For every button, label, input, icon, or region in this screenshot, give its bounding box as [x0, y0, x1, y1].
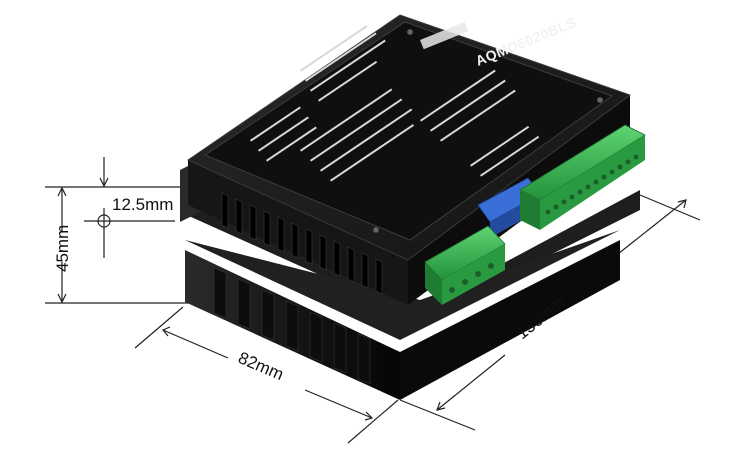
screws	[372, 28, 604, 234]
width-label: 82mm	[235, 348, 286, 384]
heatsink-fins	[213, 267, 371, 385]
panel-printing	[250, 25, 540, 182]
hole-offset-label: 12.5mm	[112, 195, 173, 214]
terminal-block-power	[424, 225, 506, 305]
terminal-block-signal	[519, 124, 646, 230]
height-label: 45mm	[53, 225, 72, 272]
brand-logo	[420, 22, 469, 50]
vent-slots	[221, 192, 383, 295]
dimension-lines	[45, 157, 701, 444]
